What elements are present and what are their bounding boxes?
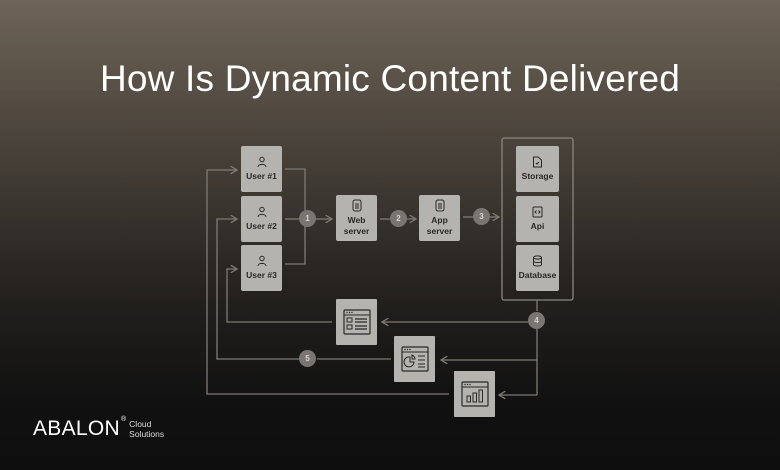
code-icon (532, 206, 543, 218)
database-node: Database (516, 245, 559, 291)
step-2-badge: 2 (390, 210, 407, 227)
user-1-node: User #1 (241, 146, 282, 192)
user-icon (257, 156, 266, 168)
brand: ABALON ® Cloud Solutions (33, 416, 164, 442)
server-label-line1: App (431, 215, 448, 225)
step-3-badge: 3 (473, 208, 490, 225)
brand-registered-mark: ® (121, 416, 127, 423)
user-icon (257, 255, 266, 267)
step-1-badge: 1 (299, 210, 316, 227)
folder-icon (533, 156, 542, 168)
database-icon (533, 255, 542, 267)
backend-label: Api (530, 221, 545, 231)
page-list-icon (342, 309, 371, 335)
storage-node: Storage (516, 146, 559, 192)
web-server-node: Web server (336, 195, 377, 241)
server-label-line2: server (343, 226, 370, 236)
app-server-node: App server (419, 195, 460, 241)
page-bar-node (454, 371, 495, 417)
page-pie-chart-icon (400, 346, 429, 372)
backend-label: Storage (521, 171, 554, 181)
user-label: User #2 (246, 221, 277, 231)
user-label: User #1 (246, 171, 277, 181)
brand-sub-line1: Cloud (129, 419, 152, 429)
user-label: User #3 (246, 270, 277, 280)
step-5-badge: 5 (299, 350, 316, 367)
brand-subtitle: Cloud Solutions (129, 419, 165, 439)
step-4-badge: 4 (528, 312, 545, 329)
user-3-node: User #3 (241, 245, 282, 291)
user-2-node: User #2 (241, 196, 282, 242)
server-icon (352, 199, 361, 212)
server-label-line2: server (426, 226, 453, 236)
page-list-node (336, 299, 377, 345)
brand-sub-line2: Solutions (129, 428, 165, 439)
page-title: How Is Dynamic Content Delivered (99, 58, 681, 99)
page-bar-chart-icon (460, 381, 489, 407)
user-icon (257, 206, 266, 218)
api-node: Api (516, 196, 559, 242)
server-icon (435, 199, 444, 212)
backend-label: Database (518, 270, 557, 280)
page-pie-node (394, 336, 435, 382)
server-label-line1: Web (347, 215, 366, 225)
brand-logo: ABALON (33, 417, 120, 440)
